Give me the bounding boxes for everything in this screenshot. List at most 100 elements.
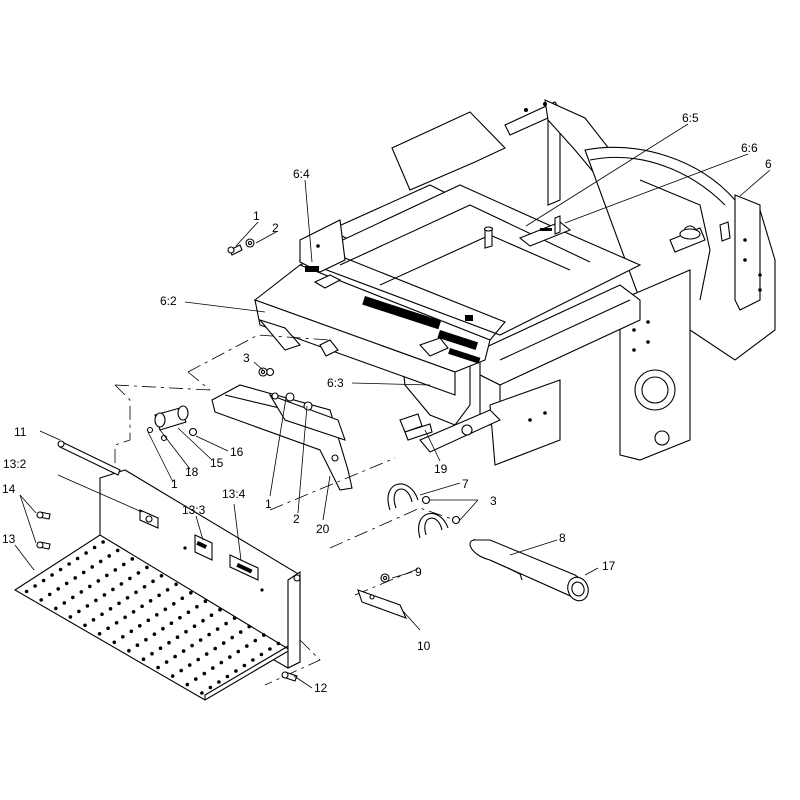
plate-hole	[253, 638, 258, 643]
plate-hole	[79, 590, 84, 594]
plate-hole	[247, 624, 251, 629]
plate-hole	[259, 652, 264, 657]
plate-hole	[200, 691, 204, 695]
callout-9: 9	[415, 565, 422, 579]
plate-hole	[204, 652, 209, 656]
plate-hole	[170, 674, 175, 678]
plate-hole	[135, 643, 140, 647]
plate-hole	[122, 562, 126, 567]
callout-2: 2	[272, 221, 279, 235]
plate-hole	[224, 621, 228, 626]
plate-hole	[161, 626, 165, 631]
plate-hole	[24, 589, 29, 594]
callout-18: 18	[185, 465, 199, 479]
plate-hole	[106, 626, 110, 631]
plate-hole	[198, 638, 203, 642]
plate-hole	[146, 618, 151, 623]
plate-hole	[148, 599, 153, 603]
plate-hole	[215, 627, 220, 631]
plate-hole	[173, 654, 177, 659]
plate-hole	[83, 623, 87, 628]
plate-hole	[150, 651, 154, 656]
callout-17: 17	[602, 559, 616, 573]
plate-hole	[192, 624, 197, 628]
plate-hole	[94, 598, 98, 603]
plate-hole	[230, 635, 234, 640]
plate-hole	[218, 607, 222, 612]
plate-hole	[111, 587, 115, 592]
callout-1: 1	[253, 209, 260, 223]
callout-13-2: 13:2	[3, 457, 27, 471]
plate-hole	[251, 658, 255, 662]
plate-hole	[125, 596, 130, 600]
plate-hole	[96, 579, 101, 583]
callout-8: 8	[559, 531, 566, 545]
plate-hole	[39, 598, 43, 602]
callout-2-b: 2	[293, 512, 300, 526]
plate-hole	[180, 596, 185, 601]
callout-6-4: 6:4	[293, 167, 310, 181]
plate-hole	[113, 568, 118, 572]
plate-hole	[123, 615, 127, 620]
plate-hole	[128, 576, 132, 581]
plate-hole	[77, 609, 81, 614]
callout-16: 16	[230, 445, 244, 459]
callout-1-c: 1	[265, 497, 272, 511]
callout-3: 3	[243, 351, 250, 365]
plate-hole	[114, 621, 119, 625]
plate-hole	[196, 657, 200, 662]
plate-hole	[97, 632, 102, 636]
plate-hole	[262, 633, 266, 637]
plate-hole	[228, 655, 232, 659]
plate-hole	[112, 640, 117, 645]
plate-hole	[157, 593, 161, 598]
callout-6-3: 6:3	[327, 376, 344, 390]
plate-hole	[100, 612, 104, 617]
callout-10: 10	[417, 639, 431, 653]
plate-hole	[195, 604, 199, 609]
plate-hole	[41, 578, 46, 583]
callout-20: 20	[316, 522, 330, 536]
plate-hole	[159, 574, 164, 578]
plate-hole	[64, 581, 69, 586]
plate-hole	[203, 599, 208, 603]
plate-hole	[101, 540, 105, 544]
hardware	[36, 238, 589, 682]
plate-hole	[102, 593, 107, 597]
callout-13: 13	[2, 532, 16, 546]
plate-hole	[131, 610, 136, 614]
plate-hole	[165, 588, 170, 592]
plate-hole	[207, 632, 211, 637]
plate-hole	[73, 576, 77, 580]
callout-19: 19	[434, 462, 448, 476]
plate-hole	[119, 582, 124, 586]
plate-hole	[232, 616, 237, 620]
plate-hole	[276, 641, 281, 646]
plate-hole	[184, 629, 188, 634]
plate-hole	[201, 618, 205, 623]
plate-hole	[181, 649, 186, 653]
plate-hole	[179, 668, 183, 673]
callout-13-4: 13:4	[222, 487, 246, 501]
plate-hole	[175, 635, 180, 639]
plate-hole	[140, 604, 144, 609]
plate-hole	[163, 607, 168, 612]
callout-11: 11	[14, 425, 27, 439]
plate-hole	[152, 632, 157, 636]
plate-hole	[105, 573, 109, 578]
plate-hole	[167, 640, 171, 645]
plate-hole	[242, 663, 247, 668]
plate-hole	[75, 556, 80, 561]
plate-hole	[211, 666, 215, 670]
main-frame	[253, 99, 776, 466]
plate-hole	[129, 629, 134, 634]
plate-hole	[144, 637, 148, 642]
foot-plate	[13, 469, 301, 701]
plate-hole	[208, 685, 213, 690]
plate-hole	[136, 571, 141, 575]
plate-hole	[58, 567, 63, 572]
plate-hole	[90, 565, 94, 569]
plate-hole	[98, 559, 103, 564]
plate-hole	[134, 590, 138, 595]
